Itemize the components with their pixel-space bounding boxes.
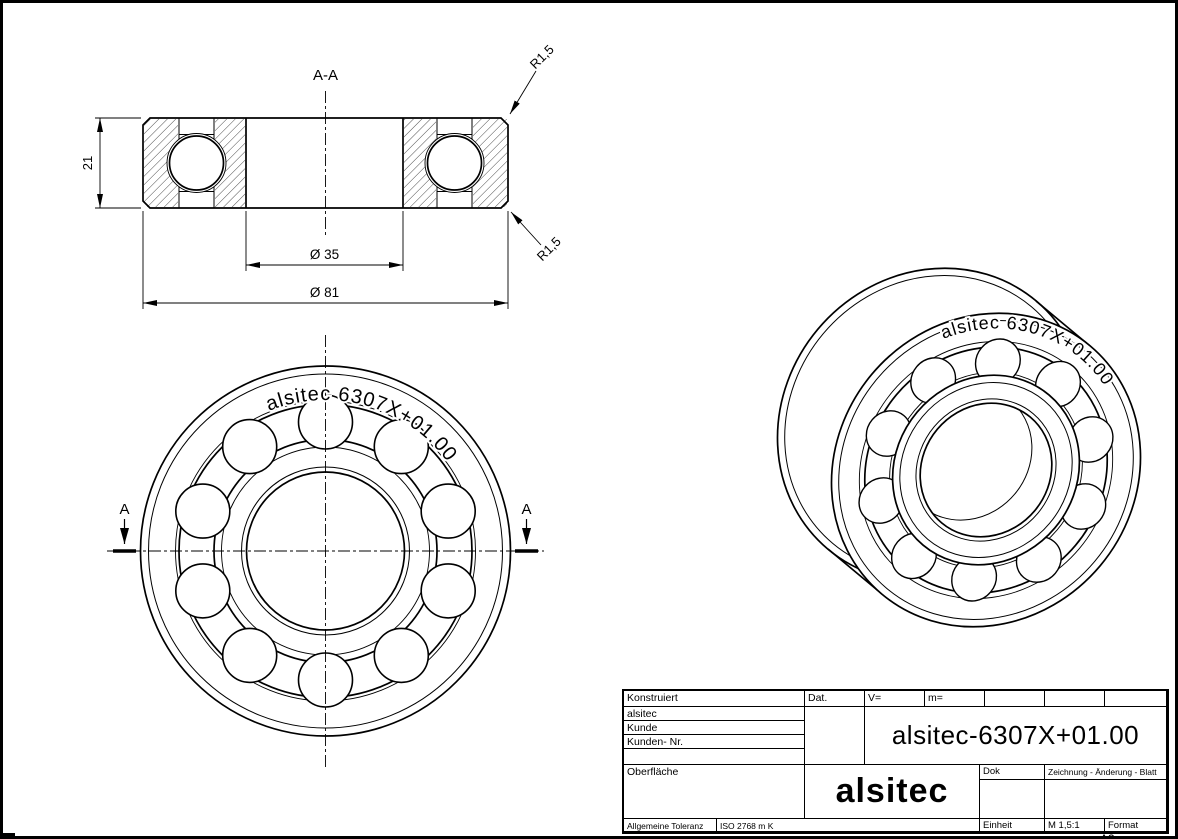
tb-empty-cell <box>1045 691 1105 707</box>
cut-label-left: A <box>119 501 129 518</box>
tb-toleranz-label: Allgemeine Toleranz <box>624 819 717 832</box>
tb-einheit-label: Einheit <box>980 819 1045 832</box>
tb-konstruiert-value: alsitec <box>624 707 805 721</box>
svg-text:Ø 35: Ø 35 <box>310 247 339 262</box>
tb-empty-cell <box>624 749 805 765</box>
svg-text:R1,5: R1,5 <box>534 234 564 264</box>
dim-outer-diameter: Ø 81 <box>142 211 509 309</box>
cad-drawing-canvas: A-A 21 <box>80 42 1142 767</box>
bearing-ball <box>373 418 430 475</box>
cut-label-right: A <box>521 501 531 518</box>
cut-plane-marks: A A <box>113 501 538 553</box>
tb-konstruiert-label: Konstruiert <box>624 691 805 707</box>
bore-edge <box>919 402 1053 538</box>
iso-view: alsitec 6307X+01.00 <box>776 260 1142 628</box>
section-outline <box>142 117 509 209</box>
bearing-ball <box>221 418 278 475</box>
tb-empty-cell <box>985 691 1045 707</box>
dim-bore-diameter: Ø 35 <box>245 211 404 271</box>
title-block: Konstruiert Dat. V= m= alsitec Kunde Kun… <box>622 689 1169 834</box>
ball-set <box>858 338 1114 602</box>
bearing-ball <box>168 135 225 191</box>
bearing-ball <box>221 627 278 684</box>
tb-format-value: A3 <box>1100 832 1115 839</box>
svg-text:21: 21 <box>80 156 95 170</box>
bearing-ball <box>420 483 477 539</box>
svg-text:R1,5: R1,5 <box>527 42 557 72</box>
bearing-ball <box>373 627 430 684</box>
bearing-ball <box>426 135 483 191</box>
fillet-leader-top: R1,5 <box>509 42 557 115</box>
tb-oberflaeche-label: Oberfläche <box>624 765 805 819</box>
tb-v-label: V= <box>865 691 925 707</box>
section-view: A-A 21 <box>80 42 564 309</box>
tb-m-label: m= <box>925 691 985 707</box>
tb-empty-cell <box>1045 780 1167 819</box>
tb-drawing-number: alsitec-6307X+01.00 <box>865 707 1167 765</box>
tb-toleranz-value: ISO 2768 m K <box>717 819 980 832</box>
section-label: A-A <box>313 67 338 84</box>
tb-empty-cell <box>1105 691 1167 707</box>
ball-set <box>175 394 477 708</box>
race-groove <box>424 133 485 193</box>
tb-scale-value: M 1,5:1 <box>1045 819 1105 832</box>
tb-format-label: Format <box>1105 819 1167 832</box>
svg-text:Ø 81: Ø 81 <box>310 285 339 300</box>
bearing-ball <box>420 563 477 619</box>
tb-logo: alsitec <box>805 765 980 819</box>
tb-dat-label: Dat. <box>805 691 865 707</box>
tb-empty-cell <box>980 780 1045 819</box>
bearing-ball <box>175 483 231 539</box>
tb-dat-value <box>805 707 865 765</box>
fillet-leader-bottom: R1,5 <box>510 211 564 264</box>
race-groove <box>166 133 227 193</box>
tb-kunden-nr-label: Kunden- Nr. <box>624 735 805 749</box>
dim-width: 21 <box>80 117 141 209</box>
tb-dok-label: Dok <box>980 765 1045 780</box>
front-view: alsitec 6307X+01.00 A A <box>107 335 544 767</box>
tb-kunde-label: Kunde <box>624 721 805 735</box>
sheet-corner-mark <box>3 833 15 836</box>
tb-zeichnung-label: Zeichnung - Änderung - Blatt <box>1045 765 1167 780</box>
bearing-ball <box>175 563 231 619</box>
